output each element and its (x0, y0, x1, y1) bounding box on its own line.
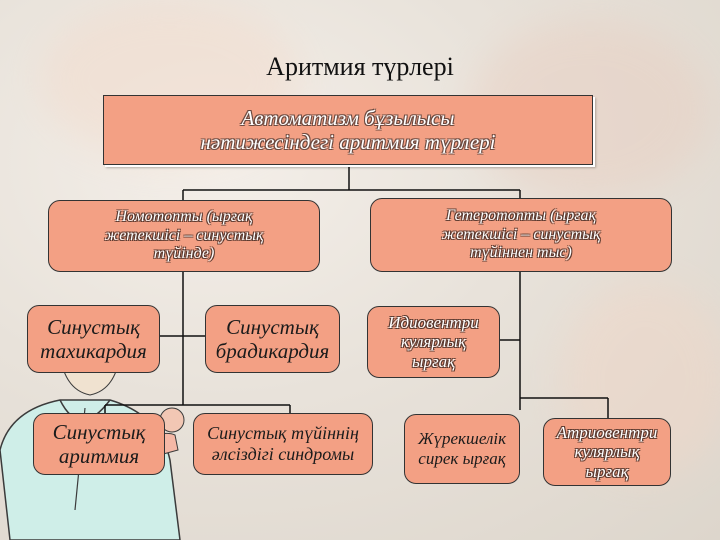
sinus-arrhythmia-node: Синустық аритмия (33, 413, 165, 475)
sick-sinus-syndrome-node: Синустық түйіннің әлсіздігі синдромы (193, 413, 373, 475)
slow-atrial-rhythm-node: Жүрекшелік сирек ырғақ (404, 414, 520, 484)
sinus-tachycardia-node: Синустық тахикардия (27, 305, 160, 373)
heterotopic-node: Гетеротопты (ырғақ жетекшісі – синустық … (370, 198, 672, 272)
page-title: Аритмия түрлері (266, 52, 454, 81)
idioventricular-rhythm-node: Идиовентри кулярлық ырғақ (367, 306, 500, 378)
sinus-bradycardia-node: Синустық брадикардия (205, 305, 340, 373)
atrioventricular-rhythm-node: Атриовентри кулярлық ырғақ (543, 418, 671, 486)
root-node: Автоматизм бұзылысы нәтижесіндегі аритми… (103, 95, 593, 165)
nomotopic-node: Номотопты (ырғақ жетекшісі – синустық тү… (48, 200, 320, 272)
